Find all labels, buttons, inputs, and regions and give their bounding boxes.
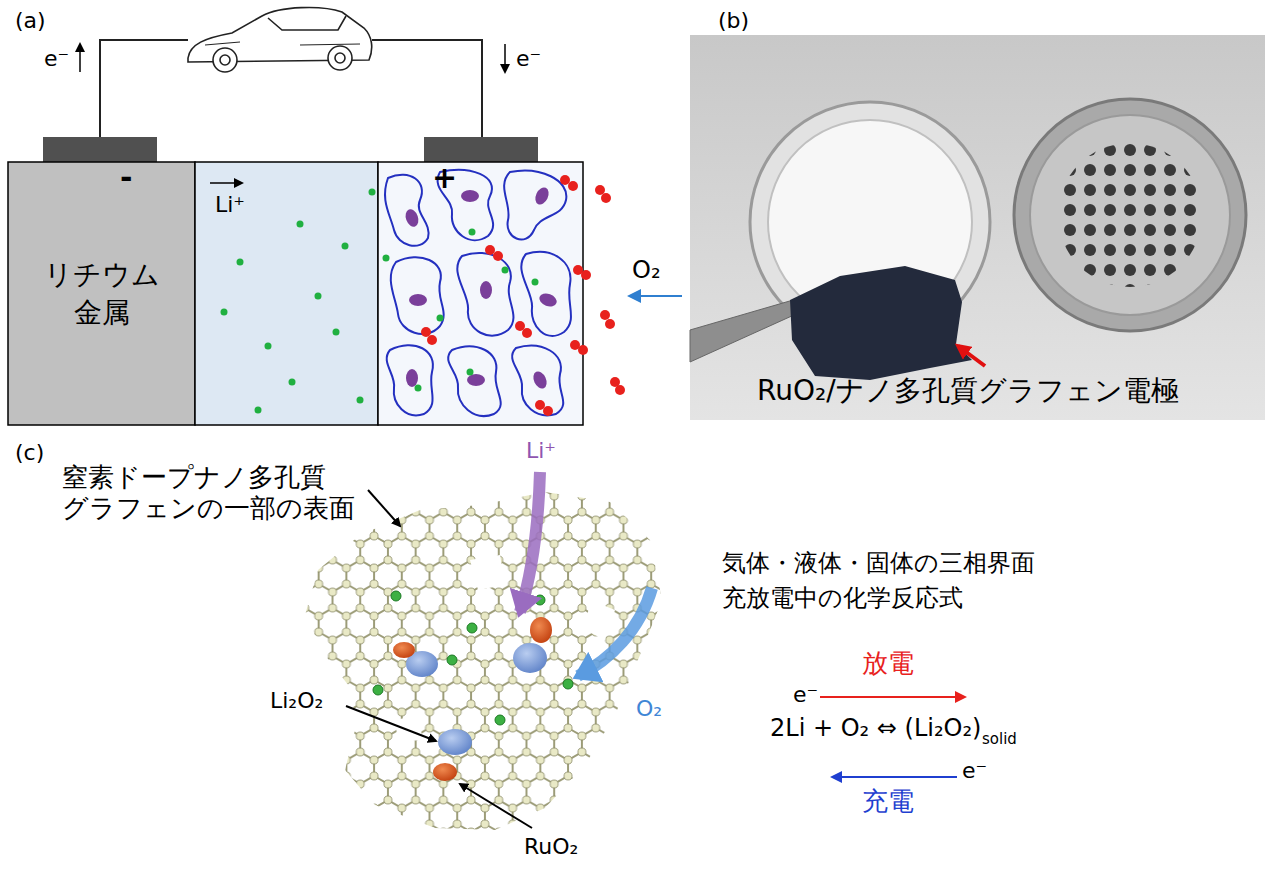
label-holder: RuO₂ bbox=[524, 834, 578, 860]
leader-arrow bbox=[368, 490, 400, 526]
terminal-sign: + bbox=[432, 160, 457, 196]
label-holder: O₂ bbox=[636, 696, 662, 722]
label-holder: Li₂O₂ bbox=[270, 688, 323, 714]
label-holder: Li⁺ bbox=[526, 438, 556, 464]
label-holder: RuO₂/ナノ多孔質グラフェン電極 bbox=[757, 374, 1179, 408]
label-holder: + bbox=[432, 160, 457, 196]
nitrogen-atoms bbox=[373, 591, 573, 725]
ion-arrow bbox=[520, 472, 540, 612]
pointer-arrow bbox=[958, 346, 985, 366]
oxygen-arrow bbox=[578, 588, 652, 676]
label-holder: (a) bbox=[15, 8, 46, 34]
electrode-sheet bbox=[790, 266, 972, 380]
carbon-network bbox=[385, 170, 571, 416]
coin-cell-cap bbox=[1014, 99, 1246, 331]
leader-arrow bbox=[460, 784, 532, 828]
electrolyte-box: Li⁺ bbox=[195, 162, 378, 425]
label-holder: solid bbox=[982, 730, 1017, 748]
electron-arrow bbox=[504, 44, 506, 72]
label-holder: 充電 bbox=[862, 786, 914, 817]
label-holder: (c) bbox=[15, 440, 44, 466]
ion-label: Li⁺ bbox=[526, 438, 556, 464]
tweezers bbox=[690, 298, 805, 362]
part-label: Li₂O₂ bbox=[270, 688, 323, 714]
equation: 2Li + O₂ ⇔ (Li₂O₂) bbox=[770, 714, 981, 743]
label-holder: 放電 bbox=[862, 648, 914, 679]
terminal bbox=[43, 137, 157, 162]
discharge-arrow bbox=[820, 696, 965, 698]
process-label: 放電 bbox=[862, 648, 914, 679]
cathode-box bbox=[378, 162, 583, 425]
box-label: Li⁺ bbox=[215, 192, 245, 218]
terminal-sign: - bbox=[120, 160, 132, 196]
electron-label: e⁻ bbox=[962, 758, 987, 784]
panel-letter: (c) bbox=[15, 440, 44, 466]
wire bbox=[372, 40, 482, 137]
wire bbox=[100, 40, 188, 137]
label-holder: 気体・液体・固体の三相界面 充放電中の化学反応式 bbox=[722, 546, 1062, 616]
label-holder: - bbox=[120, 160, 132, 196]
lithium-ions bbox=[221, 189, 539, 414]
car-sketch bbox=[188, 7, 372, 72]
process-label: 充電 bbox=[862, 786, 914, 817]
panel-letter: (b) bbox=[718, 8, 749, 34]
label-holder: e⁻ bbox=[962, 758, 987, 784]
part-label: RuO₂ bbox=[524, 834, 578, 860]
label-holder: e⁻ bbox=[793, 682, 818, 708]
electron-label: e⁻ bbox=[793, 682, 818, 708]
electron-label: e⁻ bbox=[516, 46, 541, 72]
electron-label: e⁻ bbox=[44, 46, 69, 72]
ruthenium-oxide bbox=[393, 617, 552, 781]
anode-box bbox=[8, 162, 195, 425]
electron-arrow bbox=[79, 44, 81, 72]
graphene-sheet bbox=[305, 492, 662, 830]
gas-label: O₂ bbox=[632, 256, 661, 285]
catalyst-particles bbox=[403, 185, 558, 390]
electrolyte-box bbox=[195, 162, 378, 425]
photo-background bbox=[690, 35, 1265, 420]
label-holder: 2Li + O₂ ⇔ (Li₂O₂) bbox=[770, 714, 981, 743]
oxygen-arrow bbox=[630, 295, 682, 297]
part-label: 窒素ドープナノ多孔質 グラフェンの一部の表面 bbox=[62, 462, 362, 524]
equation-subscript: solid bbox=[982, 730, 1017, 748]
label-holder: e⁻ bbox=[516, 46, 541, 72]
terminal bbox=[424, 137, 538, 162]
label-holder: 窒素ドープナノ多孔質 グラフェンの一部の表面 bbox=[62, 462, 362, 524]
panel-letter: (a) bbox=[15, 8, 46, 34]
oxygen-molecules bbox=[421, 175, 625, 416]
charge-arrow bbox=[832, 776, 957, 778]
note: 気体・液体・固体の三相界面 充放電中の化学反応式 bbox=[722, 546, 1062, 616]
label-holder: O₂ bbox=[632, 256, 661, 285]
box-label: リチウム 金属 bbox=[32, 256, 172, 332]
leader-arrow bbox=[346, 706, 436, 741]
ion-arrow bbox=[210, 182, 242, 184]
anode-box: リチウム 金属 bbox=[8, 162, 195, 425]
label-holder: e⁻ bbox=[44, 46, 69, 72]
part-label: RuO₂/ナノ多孔質グラフェン電極 bbox=[757, 374, 1179, 408]
gas-label: O₂ bbox=[636, 696, 662, 722]
label-holder: (b) bbox=[718, 8, 749, 34]
